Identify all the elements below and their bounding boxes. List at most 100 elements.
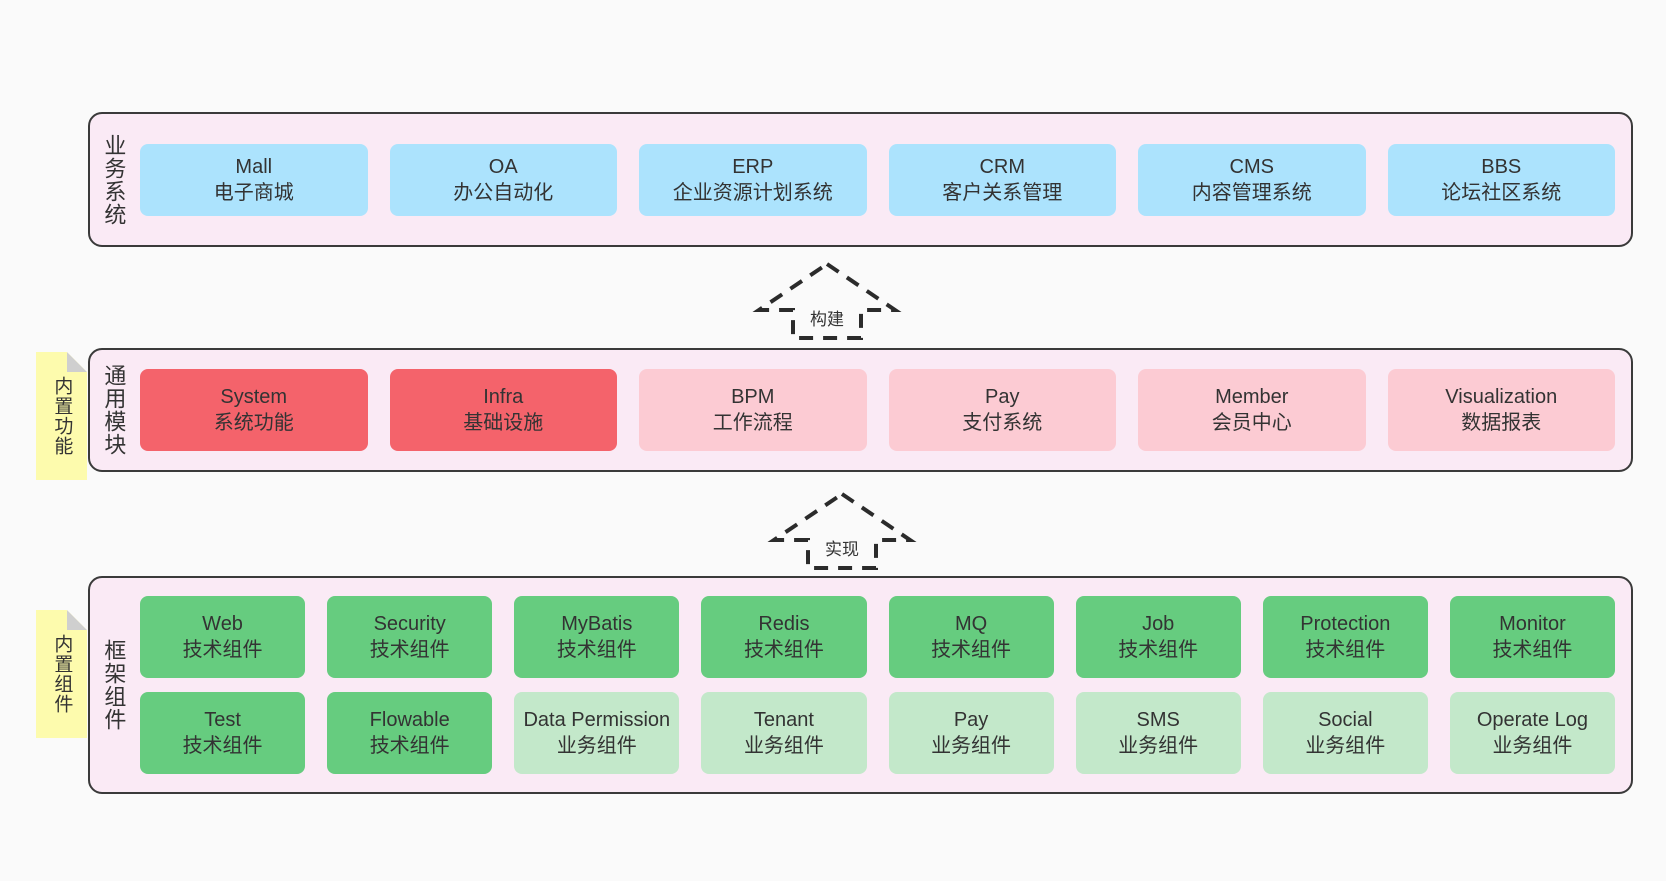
node-mybatis[interactable]: MyBatis 技术组件 — [514, 596, 680, 678]
node-title: CRM — [979, 155, 1026, 178]
node-security[interactable]: Security 技术组件 — [327, 596, 493, 678]
node-subtitle: 会员中心 — [1211, 412, 1292, 434]
node-infra[interactable]: Infra 基础设施 — [389, 369, 617, 451]
node-title: Tenant — [753, 709, 814, 731]
node-data-permission[interactable]: Data Permission 业务组件 — [514, 692, 680, 774]
node-subtitle: 技术组件 — [369, 735, 450, 757]
node-subtitle: 办公自动化 — [453, 181, 554, 204]
implement-arrow: 实现 — [767, 490, 917, 570]
node-pay[interactable]: Pay 支付系统 — [888, 369, 1116, 451]
node-subtitle: 系统功能 — [213, 412, 294, 434]
note-label: 内置组件 — [51, 634, 73, 714]
node-subtitle: 数据报表 — [1461, 412, 1542, 434]
layer-business-systems: 业务系统 Mall 电子商城 OA 办公自动化 ERP 企业资源计划系统 CRM… — [88, 112, 1633, 247]
node-subtitle: 技术组件 — [556, 639, 637, 661]
node-subtitle: 业务组件 — [1305, 735, 1386, 757]
node-subtitle: 技术组件 — [369, 639, 450, 661]
node-title: Operate Log — [1476, 709, 1589, 731]
node-title: Test — [204, 709, 241, 731]
node-row: Test 技术组件 Flowable 技术组件 Data Permission … — [140, 692, 1615, 774]
node-bbs[interactable]: BBS 论坛社区系统 — [1387, 143, 1615, 216]
node-operate-log[interactable]: Operate Log 业务组件 — [1449, 692, 1615, 774]
node-title: MQ — [954, 613, 988, 635]
node-row: Mall 电子商城 OA 办公自动化 ERP 企业资源计划系统 CRM 客户关系… — [140, 143, 1615, 216]
layer-framework-components: 框架组件 Web 技术组件 Security 技术组件 MyBatis 技术组件… — [88, 576, 1633, 794]
node-title: Monitor — [1499, 613, 1566, 635]
node-title: Visualization — [1445, 386, 1558, 408]
build-arrow: 构建 — [752, 260, 902, 340]
note-builtin-functions: 内置功能 — [36, 352, 87, 480]
node-mall[interactable]: Mall 电子商城 — [140, 143, 368, 216]
note-label: 内置功能 — [51, 376, 73, 456]
node-subtitle: 基础设施 — [463, 412, 544, 434]
node-erp[interactable]: ERP 企业资源计划系统 — [639, 143, 867, 216]
node-protection[interactable]: Protection 技术组件 — [1262, 596, 1428, 678]
node-title: Pay — [985, 386, 1020, 408]
node-crm[interactable]: CRM 客户关系管理 — [888, 143, 1116, 216]
node-job[interactable]: Job 技术组件 — [1075, 596, 1241, 678]
node-mq[interactable]: MQ 技术组件 — [888, 596, 1054, 678]
layer-label-business-systems: 业务系统 — [101, 133, 127, 226]
note-fold-icon — [67, 610, 87, 630]
node-web[interactable]: Web 技术组件 — [140, 596, 306, 678]
node-title: SMS — [1136, 709, 1180, 731]
node-tenant[interactable]: Tenant 业务组件 — [701, 692, 867, 774]
node-subtitle: 技术组件 — [743, 639, 824, 661]
layer-body-business-systems: Mall 电子商城 OA 办公自动化 ERP 企业资源计划系统 CRM 客户关系… — [136, 114, 1631, 245]
node-title: CMS — [1229, 155, 1274, 178]
node-title: Security — [373, 613, 446, 635]
node-title: Protection — [1300, 613, 1391, 635]
node-title: Web — [202, 613, 243, 635]
build-arrow-label: 构建 — [807, 305, 847, 330]
node-flowable[interactable]: Flowable 技术组件 — [327, 692, 493, 774]
node-subtitle: 技术组件 — [1305, 639, 1386, 661]
node-subtitle: 技术组件 — [1118, 639, 1199, 661]
implement-arrow-icon — [767, 491, 917, 570]
node-cms[interactable]: CMS 内容管理系统 — [1138, 143, 1366, 216]
node-subtitle: 工作流程 — [712, 412, 793, 434]
node-subtitle: 客户关系管理 — [942, 181, 1063, 204]
node-system[interactable]: System 系统功能 — [140, 369, 368, 451]
node-subtitle: 电子商城 — [213, 181, 294, 204]
node-title: Pay — [953, 709, 989, 731]
node-member[interactable]: Member 会员中心 — [1138, 369, 1366, 451]
node-row: System 系统功能 Infra 基础设施 BPM 工作流程 Pay 支付系统… — [140, 369, 1615, 451]
node-title: Social — [1318, 709, 1373, 731]
node-title: MyBatis — [561, 613, 633, 635]
build-arrow-icon — [752, 261, 902, 340]
layer-label-framework-components: 框架组件 — [101, 639, 127, 731]
layer-label-common-modules: 通用模块 — [101, 364, 127, 456]
node-title: BPM — [731, 386, 775, 408]
node-title: Data Permission — [523, 709, 671, 731]
node-title: Redis — [758, 613, 810, 635]
node-oa[interactable]: OA 办公自动化 — [389, 143, 617, 216]
node-visualization[interactable]: Visualization 数据报表 — [1387, 369, 1615, 451]
node-redis[interactable]: Redis 技术组件 — [701, 596, 867, 678]
layer-common-modules: 通用模块 System 系统功能 Infra 基础设施 BPM 工作流程 Pay… — [88, 348, 1633, 472]
note-fold-icon — [67, 352, 87, 372]
node-subtitle: 技术组件 — [182, 639, 263, 661]
node-title: Job — [1142, 613, 1175, 635]
node-subtitle: 业务组件 — [1118, 735, 1199, 757]
node-title: System — [220, 386, 288, 408]
node-title: Member — [1215, 386, 1289, 408]
node-title: Flowable — [369, 709, 450, 731]
node-pay-component[interactable]: Pay 业务组件 — [888, 692, 1054, 774]
implement-arrow-label: 实现 — [822, 535, 862, 560]
node-subtitle: 业务组件 — [556, 735, 637, 757]
node-subtitle: 业务组件 — [931, 735, 1012, 757]
node-bpm[interactable]: BPM 工作流程 — [639, 369, 867, 451]
note-builtin-components: 内置组件 — [36, 610, 87, 738]
node-subtitle: 技术组件 — [1492, 639, 1573, 661]
node-subtitle: 技术组件 — [931, 639, 1012, 661]
node-monitor[interactable]: Monitor 技术组件 — [1449, 596, 1615, 678]
layer-body-common-modules: System 系统功能 Infra 基础设施 BPM 工作流程 Pay 支付系统… — [136, 350, 1631, 470]
node-title: OA — [488, 155, 518, 178]
node-subtitle: 企业资源计划系统 — [672, 181, 833, 204]
node-social[interactable]: Social 业务组件 — [1262, 692, 1428, 774]
node-title: BBS — [1481, 155, 1522, 178]
node-sms[interactable]: SMS 业务组件 — [1075, 692, 1241, 774]
layer-body-framework-components: Web 技术组件 Security 技术组件 MyBatis 技术组件 Redi… — [136, 578, 1631, 792]
node-test[interactable]: Test 技术组件 — [140, 692, 306, 774]
